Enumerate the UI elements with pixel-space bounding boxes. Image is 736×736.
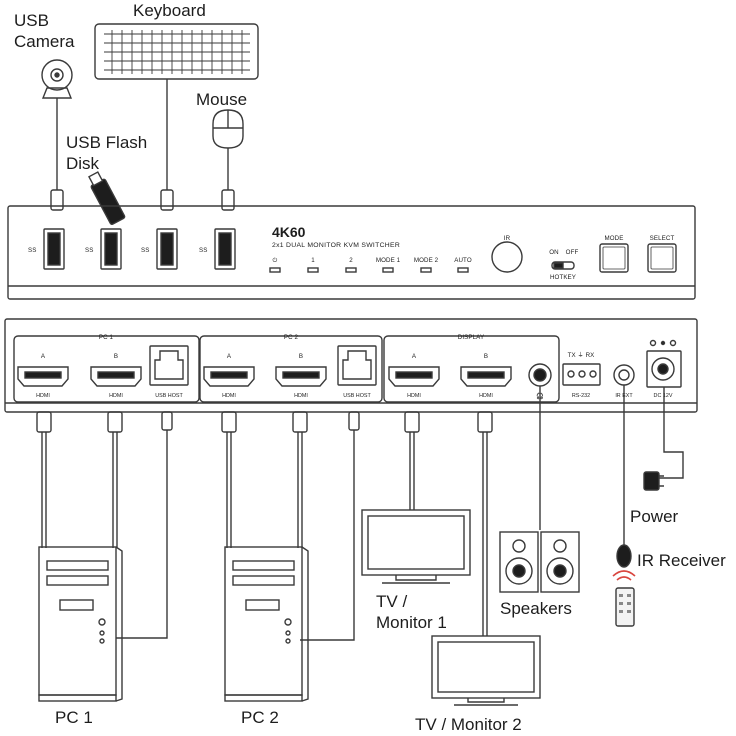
speakers-icon <box>499 531 580 593</box>
hdmi-label: HDMI <box>36 393 50 399</box>
ir-receiver-label: IR Receiver <box>637 551 726 570</box>
display-port-group <box>383 335 560 403</box>
hdmi-label: HDMI <box>479 393 493 399</box>
cable-plugs <box>36 411 493 433</box>
usb-host-label: USB HOST <box>155 393 183 399</box>
pc2-label: PC 2 <box>241 708 279 727</box>
hotkey-label: HOTKEY <box>550 274 576 281</box>
usb-ss-label: SS <box>141 247 149 254</box>
model-subtitle: 2x1 DUAL MONITOR KVM SWITCHER <box>272 242 400 249</box>
monitor2-label: TV / Monitor 2 <box>415 715 522 734</box>
port-b-label: B <box>299 353 303 360</box>
power-adapter-icon <box>643 471 664 491</box>
cables <box>41 385 684 641</box>
hdmi-label: HDMI <box>294 393 308 399</box>
group-pc1-label: PC 1 <box>99 334 114 341</box>
usb-camera-label: USB Camera <box>14 11 75 51</box>
usb-flash-disk-label: USB Flash Disk <box>66 133 148 173</box>
select-button[interactable] <box>647 243 677 273</box>
usb-camera-icon <box>41 59 73 99</box>
pc2-tower-icon <box>224 546 309 702</box>
mode-button-label: MODE <box>605 235 624 242</box>
hdmi-label: HDMI <box>222 393 236 399</box>
remote-control-icon <box>612 570 636 627</box>
mode-button[interactable] <box>599 243 629 273</box>
port-a-label: A <box>412 353 417 360</box>
indicator-leds <box>269 267 469 273</box>
monitor1-icon <box>361 509 471 584</box>
pc1-port-group <box>13 335 200 403</box>
hotkey-on-label: ON <box>549 249 558 256</box>
port-b-label: B <box>484 353 488 360</box>
usb-host-label: USB HOST <box>343 393 371 399</box>
ir-ext-jack <box>613 364 635 386</box>
ir-window <box>491 241 523 273</box>
headphone-icon: 🎧 <box>536 392 544 400</box>
indicator-1-label: 1 <box>311 257 315 264</box>
keyboard-icon <box>94 23 259 80</box>
usb-plug-icon <box>50 189 235 211</box>
indicator-power-label: ⏻ <box>273 257 278 264</box>
rs232-terminal <box>562 363 601 386</box>
monitor2-icon <box>431 635 541 706</box>
pc1-label: PC 1 <box>55 708 93 727</box>
keyboard-label: Keyboard <box>133 1 206 20</box>
rs232-label: RS-232 <box>572 393 590 399</box>
indicator-mode1-label: MODE 1 <box>376 257 401 264</box>
usb-ss-label: SS <box>199 247 207 254</box>
indicator-auto-label: AUTO <box>454 257 472 264</box>
indicator-mode2-label: MODE 2 <box>414 257 439 264</box>
pc1-tower-icon <box>38 546 123 702</box>
select-button-label: SELECT <box>650 235 675 242</box>
ir-ext-label: IR EXT <box>615 393 633 399</box>
model-name: 4K60 <box>272 224 306 240</box>
indicator-2-label: 2 <box>349 257 353 264</box>
front-usb-ports <box>43 228 236 270</box>
rs232-pin-label: TX ⏚ RX <box>568 352 595 359</box>
usb-host-ports <box>149 345 377 386</box>
group-pc2-label: PC 2 <box>284 334 299 341</box>
port-b-label: B <box>114 353 118 360</box>
usb-ss-label: SS <box>28 247 36 254</box>
hdmi-label: HDMI <box>407 393 421 399</box>
group-display-label: DISPLAY <box>458 334 484 341</box>
hdmi-ports <box>17 366 512 387</box>
hotkey-off-label: OFF <box>566 249 579 256</box>
hdmi-label: HDMI <box>109 393 123 399</box>
speakers-label: Speakers <box>500 599 572 618</box>
usb-ss-label: SS <box>85 247 93 254</box>
monitor1-label: TV / Monitor 1 <box>376 592 447 632</box>
kvm-front-panel <box>7 205 696 300</box>
usb-flash-disk-icon <box>88 171 126 225</box>
pc2-port-group <box>199 335 383 403</box>
hotkey-switch <box>551 261 575 270</box>
ir-label: IR <box>504 235 511 242</box>
dc-label: DC 12V <box>654 393 673 399</box>
power-label: Power <box>630 507 679 526</box>
port-a-label: A <box>227 353 232 360</box>
mouse-icon <box>212 109 244 149</box>
port-a-label: A <box>41 353 46 360</box>
ir-receiver-icon <box>616 544 632 568</box>
mouse-label: Mouse <box>196 90 248 109</box>
